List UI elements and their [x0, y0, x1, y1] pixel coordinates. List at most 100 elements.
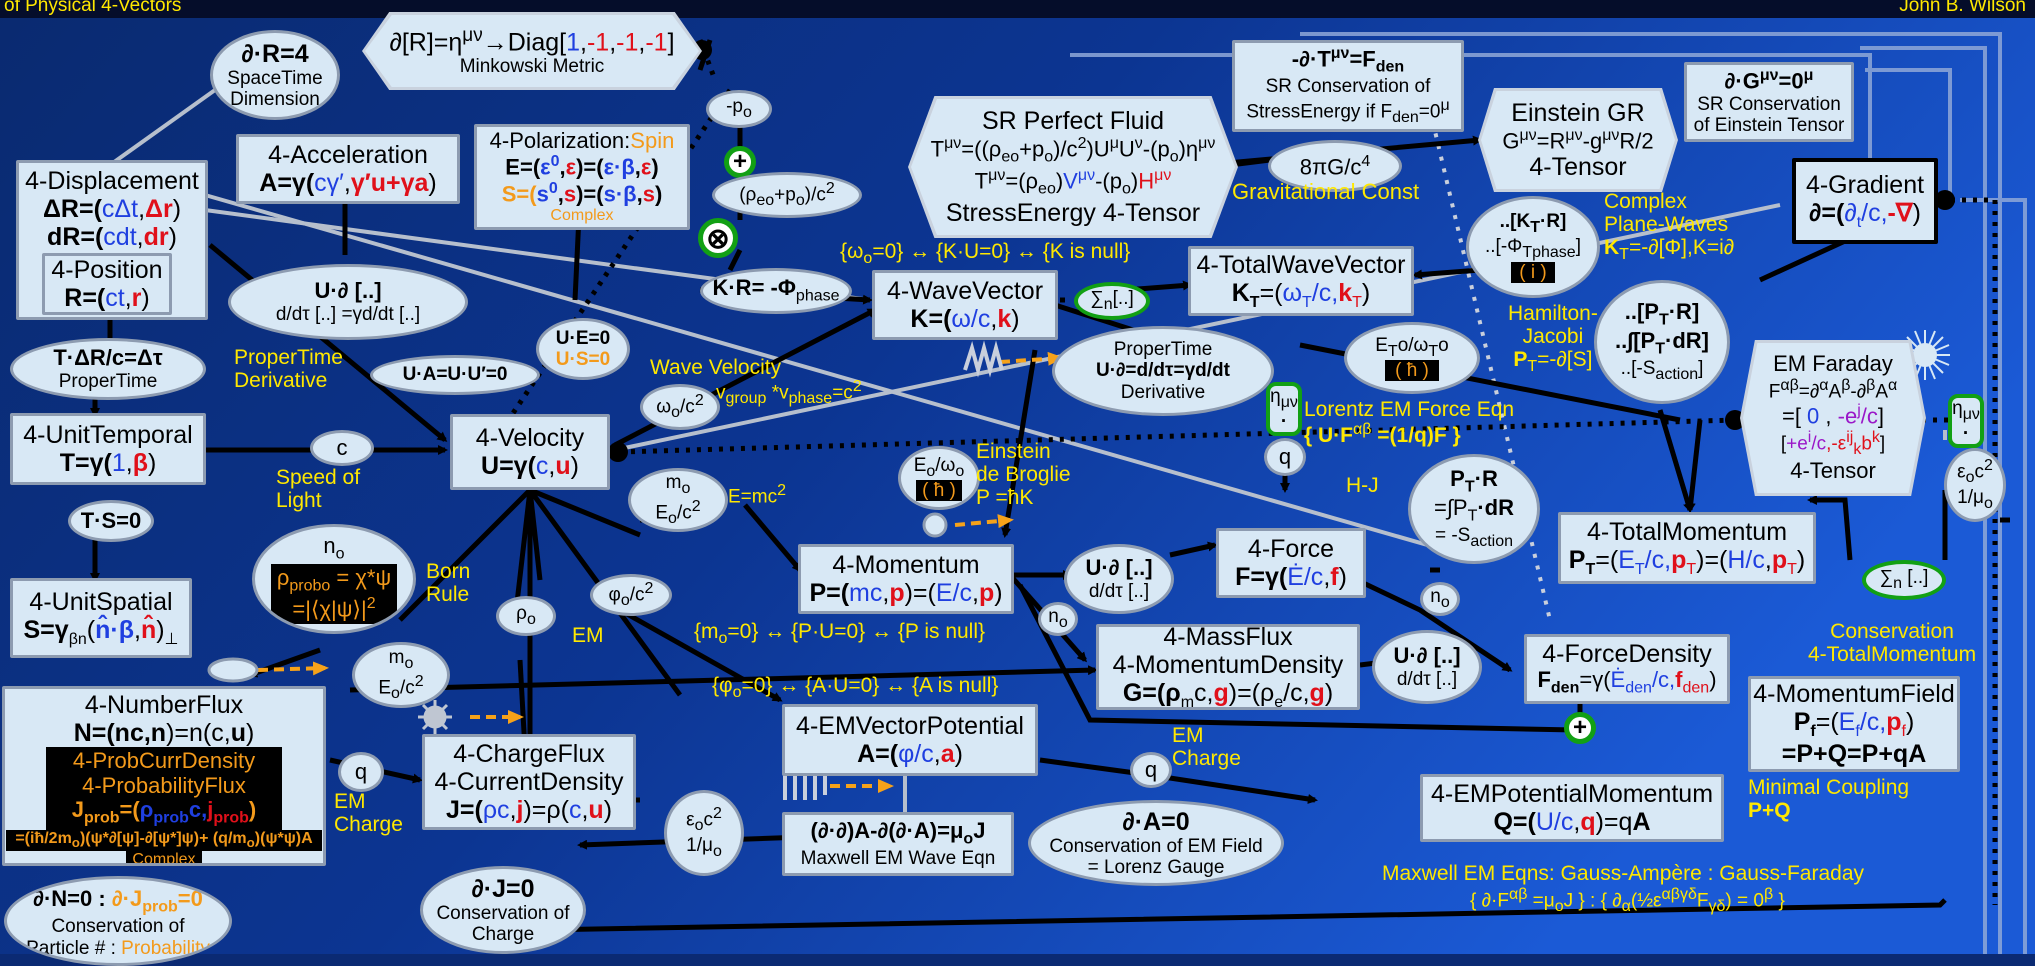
charge-q-node-1[interactable]: q: [1264, 438, 1306, 476]
force-density-node[interactable]: 4-ForceDensity Fden=γ(Ėden/c,fden): [1524, 634, 1730, 704]
maxwell-equations-label: Maxwell EM Eqns: Gauss-Ampère : Gauss-Fa…: [1382, 862, 1864, 885]
minus-pressure-node[interactable]: -po: [706, 90, 772, 128]
em-charge-right-label: EM Charge: [1172, 724, 1241, 771]
potential-null-label: {φo=0} ↔ {A·U=0} ↔ {A is null}: [712, 674, 999, 702]
rest-charge-density-node[interactable]: ρo: [496, 596, 556, 636]
maxwell-equations-formula: { ∂·Fαβ =μoJ } : { ∂α(½εαβγδFγδ) = 0β }: [1470, 886, 1785, 916]
hamilton-jacobi-label: Hamilton- Jacobi PT=-∂[S]: [1508, 302, 1598, 376]
em-faraday-node[interactable]: EM Faraday Fαβ=∂αAβ-∂βAα =[ 0 , -ej/c] […: [1740, 340, 1926, 496]
orange-arrow-3: [257, 661, 329, 676]
em-label: EM: [572, 624, 604, 647]
line-dotted-grey: [1428, 109, 1552, 621]
gradient-node[interactable]: 4-Gradient ∂=(∂t/c,-∇): [1792, 158, 1938, 244]
rest-potential-node[interactable]: φo/c2: [590, 574, 672, 616]
header-author: John B. Wilson: [1899, 0, 2026, 16]
lorentz-force-label: Lorentz EM Force Eqn { U·Fαβ =(1/q)F }: [1304, 398, 1515, 448]
momentum-field-node[interactable]: 4-MomentumField Pf=(Ef/c,pf) =P+Q=P+qA: [1748, 676, 1960, 772]
gravity-constant-node[interactable]: 8πG/c4: [1268, 140, 1402, 192]
sun-icon: [1900, 330, 1950, 380]
line-disp-momentum: [204, 193, 1481, 562]
proper-time-derivative-node[interactable]: U·∂ [..] d/dτ [..] =γd/dt [..]: [228, 264, 468, 340]
conservation-einstein-tensor-node[interactable]: ∂·Gμν=0μ SR Conservation of Einstein Ten…: [1684, 62, 1854, 142]
unit-spatial-node[interactable]: 4-UnitSpatial S=γβn(n̂·β,n̂)⊥: [10, 578, 192, 658]
wave-icon: [963, 340, 1004, 378]
total-hbar-node[interactable]: ETo/ωTo ( ħ ): [1344, 322, 1480, 394]
line-spacetime-disp: [108, 88, 217, 167]
perfect-fluid-node[interactable]: SR Perfect Fluid Tμν=((ρeo+po)/c2)UμUν-(…: [908, 96, 1238, 238]
total-wavevector-node[interactable]: 4-TotalWaveVector KT=(ωT/c,kT): [1188, 246, 1414, 316]
einstein-gr-node[interactable]: Einstein GR Gμν=Rμν-gμνR/2 4-Tensor: [1478, 88, 1678, 192]
number-density-node-1[interactable]: no: [1038, 602, 1078, 636]
time-derivative-node-3[interactable]: U·∂ [..] d/dτ [..]: [1372, 630, 1482, 704]
emc2-label: E=mc2: [728, 482, 787, 508]
cloud-icon: [207, 657, 259, 683]
gear-icon: [418, 700, 452, 734]
hbar-node[interactable]: Eo/ωo ( ħ ): [898, 446, 980, 510]
position-node[interactable]: 4-Position R=(ct,r): [42, 253, 172, 315]
speed-of-light-label: Speed of Light: [276, 466, 361, 513]
ts-zero-node[interactable]: T·S=0: [68, 500, 154, 542]
em-charge-left-label: EM Charge: [334, 790, 403, 837]
charge-q-node-3[interactable]: q: [1130, 752, 1172, 788]
eta-metric-node-2[interactable]: ημν ·: [1948, 394, 1984, 448]
conservation-stress-energy-node[interactable]: -∂·Tμν=Fden SR Conservation of StressEne…: [1232, 40, 1464, 132]
born-rule-node[interactable]: no ρprobo = χ*ψ =|⟨χ|ψ⟩|2: [252, 524, 416, 634]
eta-metric-node-1[interactable]: ημν ·: [1266, 382, 1302, 436]
number-flux-node[interactable]: 4-NumberFlux N=(nc,n)=n(c,u) 4-ProbCurrD…: [2, 686, 326, 866]
velocity-node[interactable]: 4-Velocity U=γ(c,u): [450, 414, 610, 490]
sum-n-node-2[interactable]: ∑n [..]: [1862, 560, 1946, 600]
plus-junction-2: +: [1564, 712, 1596, 744]
minkowski-metric-node[interactable]: ∂[R]=ημν→Diag[1,-1,-1,-1] Minkowski Metr…: [362, 12, 702, 90]
complex-phase-node[interactable]: ..[KT·R] ..[-ΦTphase] ( i ): [1466, 196, 1600, 298]
mass-flux-node[interactable]: 4-MassFlux 4-MomentumDensity G=(ρmc,g)=(…: [1096, 624, 1360, 710]
omega-over-c2-node[interactable]: ωo/c2: [640, 384, 720, 430]
proper-time-derivative-label: ProperTime Derivative: [234, 346, 343, 393]
tensor-product-junction: ⊗: [698, 218, 738, 258]
orange-arrow-2: [954, 514, 1014, 529]
spacetime-dimension-node[interactable]: ∂·R=4 SpaceTime Dimension: [210, 30, 340, 120]
momentum-null-label: {mo=0} ↔ {P·U=0} ↔ {P is null}: [694, 620, 986, 648]
time-derivative-node-2[interactable]: U·∂ [..] d/dτ [..]: [1064, 544, 1174, 614]
vacuum-constants-right-node[interactable]: εoc2 1/μo: [1944, 448, 2006, 522]
rest-mass-node[interactable]: mo Eo/c2: [628, 468, 728, 532]
vacuum-constants-left-node[interactable]: εoc2 1/μo: [664, 790, 744, 876]
lorenz-gauge-node[interactable]: ∂·A=0 Conservation of EM Field = Lorenz …: [1028, 800, 1284, 886]
hj-label: H-J: [1346, 474, 1379, 497]
enthalpy-density-node[interactable]: (ρeo+po)/c2: [712, 172, 862, 218]
em-vector-potential-node[interactable]: 4-EMVectorPotential A=(φ/c,a): [782, 704, 1038, 776]
charge-flux-node[interactable]: 4-ChargeFlux 4-CurrentDensity J=(ρc,j)=ρ…: [422, 734, 636, 830]
wavevector-null-label: {ωo=0} ↔ {K·U=0} ↔ {K is null}: [840, 240, 1131, 268]
unit-temporal-node[interactable]: 4-UnitTemporal T=γ(1,β): [10, 413, 206, 485]
force-node[interactable]: 4-Force F=γ(Ė/c,f): [1216, 528, 1366, 598]
rest-mass-node-2[interactable]: mo Eo/c2: [352, 642, 450, 708]
hj-action-node[interactable]: PT·R =∫PT·dR = -Saction: [1408, 454, 1540, 564]
photon-dot: [922, 512, 948, 538]
em-potential-momentum-node[interactable]: 4-EMPotentialMomentum Q=(U/c,q)=qA: [1420, 774, 1724, 842]
charge-q-node-2[interactable]: q: [338, 752, 384, 792]
number-density-node-2[interactable]: no: [1420, 582, 1460, 616]
maxwell-wave-equation-node[interactable]: (∂·∂)A-∂(∂·A)=μoJ Maxwell EM Wave Eqn: [782, 812, 1014, 876]
speed-of-light-node[interactable]: c: [310, 430, 374, 466]
hamilton-jacobi-node[interactable]: ..[PT·R] ..∫[PT·dR] ..[-Saction]: [1594, 280, 1730, 404]
wavevector-node[interactable]: 4-WaveVector K=(ω/c,k): [872, 270, 1058, 340]
minimal-coupling-label: Minimal Coupling P+Q: [1748, 776, 1910, 823]
polarization-node[interactable]: 4-Polarization:Spin E=(ε0,ε)=(ε·β,ε) S=(…: [474, 124, 690, 230]
plus-junction-1: +: [724, 146, 756, 178]
group-phase-velocity-label: vgroup *vphase=c2: [716, 378, 862, 408]
sum-n-node[interactable]: ∑n[..]: [1074, 282, 1150, 320]
particle-conservation-node[interactable]: ∂·N=0 : ∂·Jprob=0 Conservation of Partic…: [4, 876, 232, 966]
einstein-de-broglie-label: Einstein de Broglie P =ħK: [976, 440, 1071, 510]
phase-node[interactable]: K·R= -Φphase: [700, 268, 852, 314]
proper-time-derivative-ellipse[interactable]: ProperTime U·∂=d/dτ=γd/dt Derivative: [1052, 326, 1274, 416]
charge-conservation-node[interactable]: ∂·J=0 Conservation of Charge: [420, 866, 586, 954]
conservation-total-momentum-label: Conservation 4-TotalMomentum: [1808, 620, 1977, 667]
header-title: of Physical 4-Vectors: [4, 0, 182, 16]
ua-zero-node[interactable]: U·A=U·U′=0: [370, 355, 540, 395]
born-rule-label: Born Rule: [426, 560, 471, 607]
acceleration-node[interactable]: 4-Acceleration A=γ(cγ′,γ′u+γa): [236, 134, 460, 204]
proper-time-node[interactable]: T·ΔR/c=Δτ ProperTime: [10, 338, 206, 400]
ue-us-zero-node[interactable]: U·E=0 U·S=0: [536, 318, 630, 380]
wave-velocity-label: Wave Velocity: [650, 356, 782, 379]
total-momentum-node[interactable]: 4-TotalMomentum PT=(ET/c,pT)=(H/c,pT): [1558, 512, 1816, 584]
momentum-node[interactable]: 4-Momentum P=(mc,p)=(E/c,p): [798, 544, 1014, 614]
